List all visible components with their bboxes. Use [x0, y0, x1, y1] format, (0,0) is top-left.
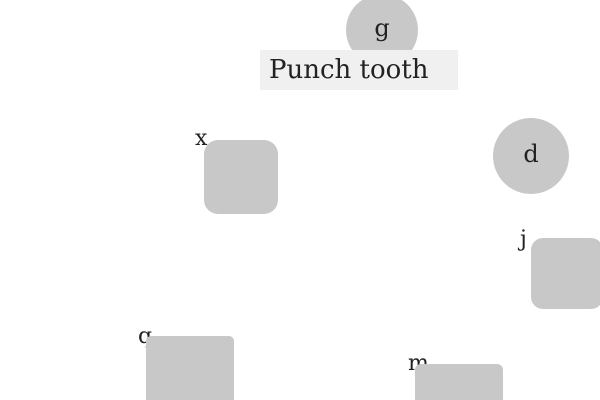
prompt-banner-text: Punch tooth — [269, 55, 429, 85]
circle-token-d-label: d — [523, 140, 539, 168]
circle-token-d[interactable]: d — [493, 118, 569, 194]
prompt-banner: Punch tooth — [260, 50, 458, 90]
square-token-x-label: x — [195, 126, 208, 151]
square-token-j-label: j — [520, 227, 527, 252]
square-token-x[interactable] — [204, 140, 278, 214]
square-token-m[interactable] — [415, 364, 503, 400]
square-token-q[interactable] — [146, 336, 234, 400]
circle-token-g-label: g — [374, 14, 390, 42]
square-token-j[interactable] — [531, 238, 600, 309]
